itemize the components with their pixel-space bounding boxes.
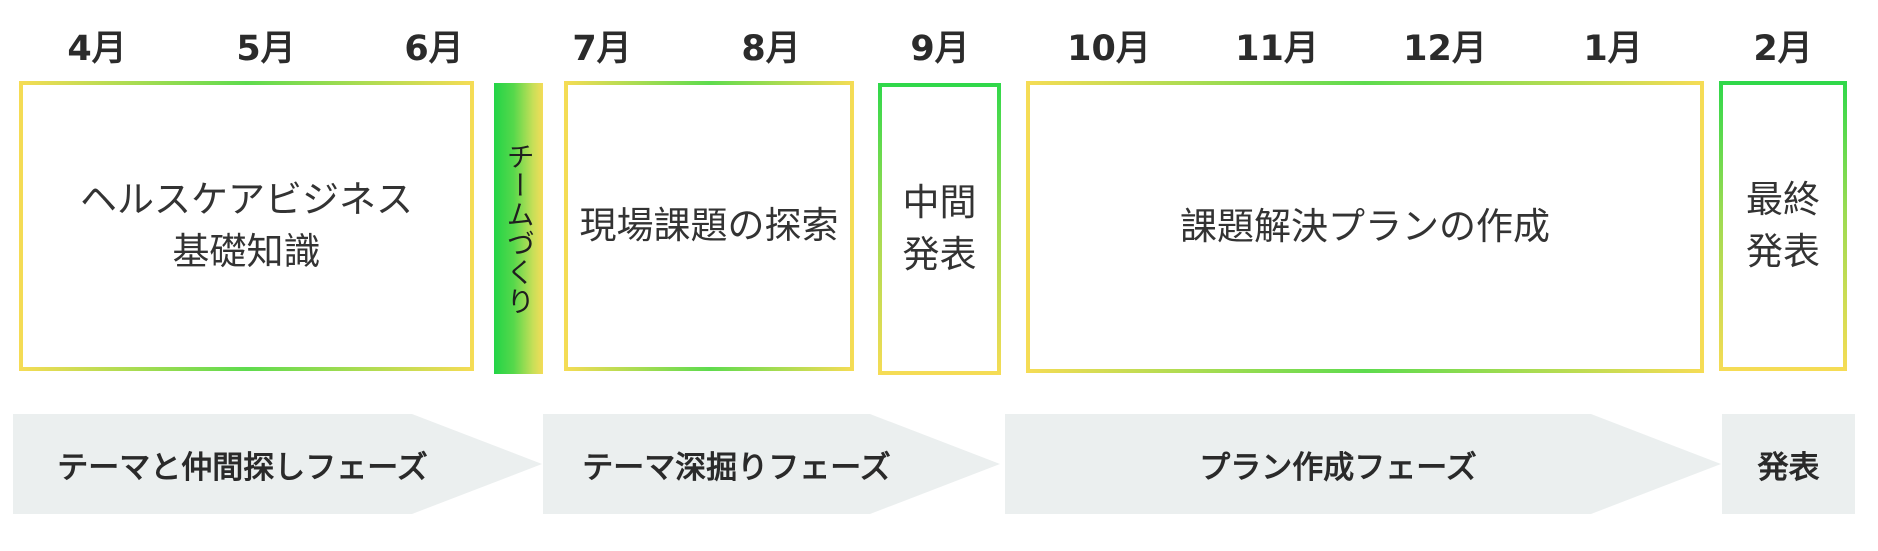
activity-box-plan-creation: 課題解決プランの作成 bbox=[1026, 81, 1704, 373]
activity-box-label: 現場課題の探索 bbox=[579, 204, 839, 248]
activity-box-line: 発表 bbox=[1746, 230, 1820, 273]
activity-box-team-building: チームづくり bbox=[494, 83, 543, 374]
month-label: 10月 bbox=[1067, 29, 1151, 69]
month-label: 2月 bbox=[1753, 29, 1813, 69]
activity-box-field-exploration: 現場課題の探索 bbox=[564, 81, 854, 371]
month-label: 7月 bbox=[572, 29, 632, 69]
month-label: 5月 bbox=[236, 29, 296, 69]
month-label: 9月 bbox=[910, 29, 970, 69]
activity-box-line: 中間 bbox=[902, 181, 977, 225]
activity-box-health-basics: ヘルスケアビジネス 基礎知識 bbox=[19, 81, 474, 371]
activity-box-final-presentation: 最終 発表 bbox=[1719, 81, 1847, 371]
activity-box-label: チームづくり bbox=[502, 141, 536, 316]
activity-box-midterm-presentation: 中間 発表 bbox=[878, 83, 1001, 375]
activity-box-line: 基礎知識 bbox=[172, 230, 321, 273]
month-label: 12月 bbox=[1403, 29, 1487, 69]
activity-box-line: 最終 bbox=[1746, 178, 1820, 222]
phase-label: テーマと仲間探しフェーズ bbox=[57, 449, 428, 486]
phase-arrow-theme-and-team: テーマと仲間探しフェーズ bbox=[13, 414, 542, 514]
phase-label: 発表 bbox=[1757, 449, 1820, 486]
phase-label: テーマ深掘りフェーズ bbox=[582, 449, 891, 486]
month-label: 11月 bbox=[1235, 29, 1319, 69]
month-label: 8月 bbox=[741, 29, 801, 69]
phase-arrow-plan-creation: プラン作成フェーズ bbox=[1005, 414, 1721, 514]
phase-block-presentation: 発表 bbox=[1722, 414, 1855, 514]
month-label: 6月 bbox=[404, 29, 464, 69]
month-label: 4月 bbox=[67, 29, 127, 69]
activity-box-line: ヘルスケアビジネス bbox=[80, 178, 413, 222]
activity-box-line: 発表 bbox=[902, 233, 977, 276]
activity-box-label: 課題解決プランの作成 bbox=[1180, 205, 1550, 249]
phase-arrow-theme-deep-dive: テーマ深掘りフェーズ bbox=[543, 414, 1000, 514]
month-label: 1月 bbox=[1583, 29, 1643, 69]
phase-label: プラン作成フェーズ bbox=[1199, 449, 1477, 486]
